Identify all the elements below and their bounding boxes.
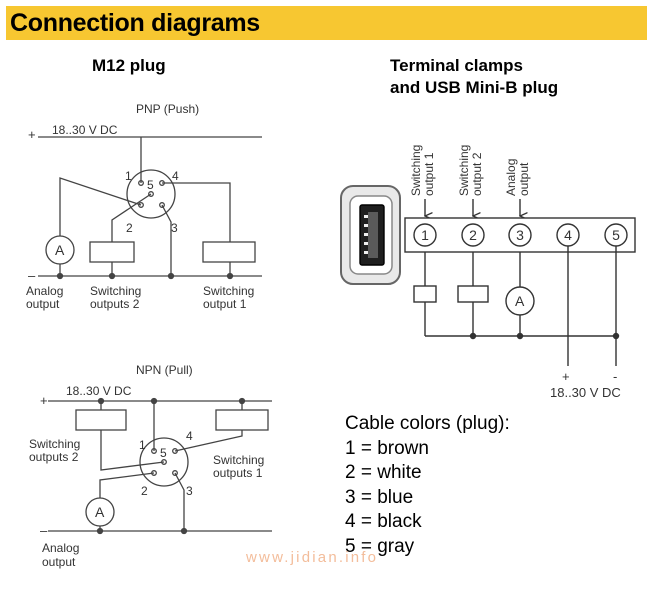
term-minus-sign: - xyxy=(613,369,617,384)
pnp-sw1-label-1: Switching xyxy=(203,284,254,298)
npn-analog-label-1: Analog xyxy=(42,541,79,555)
npn-supply-label: 18..30 V DC xyxy=(66,384,132,398)
npn-wire-pin5 xyxy=(100,430,165,471)
npn-meter-label: A xyxy=(95,504,105,520)
npn-pin-1-label: 1 xyxy=(139,438,146,452)
pnp-sw2-label-2: outputs 2 xyxy=(90,297,140,311)
term-load-2 xyxy=(457,285,489,303)
npn-sw2-label-2: outputs 2 xyxy=(29,450,79,464)
m12-plug-title: M12 plug xyxy=(92,56,166,75)
npn-m12-connector xyxy=(139,437,189,487)
npn-sw2-label-1: Switching xyxy=(29,437,80,451)
pnp-pin-5 xyxy=(148,191,154,197)
cable-color-3: 3 = blue xyxy=(345,486,414,508)
pnp-diagram: PNP (Push) + 18..30 V DC – 1 2 3 4 5 A xyxy=(26,102,262,311)
term-meter-label: A xyxy=(515,293,525,309)
usb-mini-b-icon xyxy=(340,185,401,285)
page-title: Connection diagrams xyxy=(10,9,260,37)
pnp-sw1-label-2: output 1 xyxy=(203,297,247,311)
terminal-title-line2: and USB Mini-B plug xyxy=(390,78,559,97)
pnp-load-switching-2 xyxy=(89,241,135,263)
pnp-wire-pin5 xyxy=(111,193,152,242)
pnp-pin-3-label: 3 xyxy=(171,221,178,235)
term-col1-label-1: Switching xyxy=(409,145,423,196)
pnp-load-switching-1 xyxy=(202,241,256,263)
pnp-caption: PNP (Push) xyxy=(136,102,199,116)
pnp-pin-4-label: 4 xyxy=(172,169,179,183)
term-col3-label-2: output xyxy=(517,162,531,196)
npn-sw1-label-1: Switching xyxy=(213,453,264,467)
pnp-pin-1-label: 1 xyxy=(125,169,132,183)
terminal-clamps-title: Terminal clamps and USB Mini-B plug xyxy=(390,55,558,99)
terminal-1-label: 1 xyxy=(421,227,429,243)
term-col2-label-1: Switching xyxy=(457,145,471,196)
pnp-meter-label: A xyxy=(55,242,65,258)
term-col3-label-1: Analog xyxy=(504,159,518,196)
pnp-m12-connector xyxy=(126,169,176,219)
term-load-1 xyxy=(413,285,437,303)
npn-pin-2-label: 2 xyxy=(141,484,148,498)
npn-wire-pin4 xyxy=(174,430,243,452)
pnp-wire-pin2-analog xyxy=(59,177,142,236)
cable-colors-title: Cable colors (plug): xyxy=(345,413,510,434)
term-plus-sign: + xyxy=(562,369,570,384)
pnp-wire-pin3 xyxy=(161,204,172,276)
pnp-pin-3 xyxy=(159,202,165,208)
terminal-3-label: 3 xyxy=(516,227,524,243)
terminal-5-label: 5 xyxy=(612,227,620,243)
npn-plus-sign: + xyxy=(40,393,48,408)
npn-pin-3-label: 3 xyxy=(186,484,193,498)
npn-load-switching-2 xyxy=(75,409,127,431)
term-supply-label: 18..30 V DC xyxy=(550,385,621,400)
cable-colors-legend: Cable colors (plug): 1 = brown 2 = white… xyxy=(345,412,510,559)
terminal-4-label: 4 xyxy=(564,227,572,243)
pnp-plus-sign: + xyxy=(28,127,36,142)
npn-pin-5-label: 5 xyxy=(160,446,167,460)
pnp-pin-2-label: 2 xyxy=(126,221,133,235)
pnp-pin-2 xyxy=(138,202,144,208)
npn-pin-3 xyxy=(172,470,178,476)
terminal-3 xyxy=(508,223,532,247)
pnp-sw2-label-1: Switching xyxy=(90,284,141,298)
pnp-analog-label-1: Analog xyxy=(26,284,63,298)
terminal-1 xyxy=(413,223,437,247)
npn-caption: NPN (Pull) xyxy=(136,363,193,377)
cable-color-5: 5 = gray xyxy=(345,535,415,557)
pnp-junction xyxy=(56,272,64,280)
watermark: www.jidian.info xyxy=(246,549,379,566)
npn-load-switching-1 xyxy=(215,409,269,431)
terminal-2-label: 2 xyxy=(469,227,477,243)
header-bar xyxy=(6,6,647,40)
terminal-title-line1: Terminal clamps xyxy=(390,56,523,75)
cable-color-2: 2 = white xyxy=(345,462,422,483)
cable-color-4: 4 = black xyxy=(345,511,422,532)
npn-minus-sign: – xyxy=(40,523,48,538)
term-col2-label-2: output 2 xyxy=(470,152,484,196)
npn-wire-pin2-analog xyxy=(99,472,155,498)
npn-wire-pin3 xyxy=(174,472,185,531)
pnp-minus-sign: – xyxy=(28,268,36,283)
terminal-diagram: Switching output 1 Switching output 2 An… xyxy=(340,145,636,400)
cable-color-1: 1 = brown xyxy=(345,437,429,459)
pnp-analog-label-2: output xyxy=(26,297,60,311)
pnp-pin-5-label: 5 xyxy=(147,178,154,192)
term-col1-label-2: output 1 xyxy=(422,152,436,196)
npn-analog-label-2: output xyxy=(42,555,76,569)
terminal-2 xyxy=(461,223,485,247)
npn-diagram: NPN (Pull) + 18..30 V DC – 1 2 3 4 5 xyxy=(29,363,272,569)
pnp-supply-label: 18..30 V DC xyxy=(52,123,118,137)
npn-pin-4-label: 4 xyxy=(186,429,193,443)
npn-sw1-label-2: outputs 1 xyxy=(213,466,263,480)
pnp-wire-pin4 xyxy=(162,182,231,242)
